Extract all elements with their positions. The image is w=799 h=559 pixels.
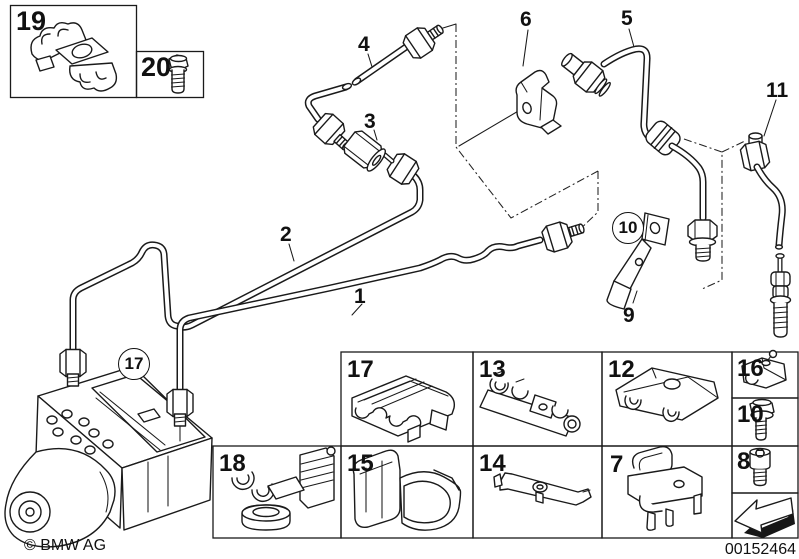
projection-lines xyxy=(455,24,746,290)
direction-arrow-icon xyxy=(734,497,795,538)
grid-num-16[interactable]: 16 xyxy=(737,355,764,382)
bracket-7-drawing xyxy=(627,445,703,531)
grid-num-17[interactable]: 17 xyxy=(347,356,374,383)
holder-17-drawing xyxy=(351,375,456,443)
callout-17-circled[interactable]: 17 xyxy=(118,348,150,380)
brake-pipe-4 xyxy=(351,23,445,86)
inset-box-frames xyxy=(9,4,205,99)
copyright-text: © BMW AG xyxy=(24,537,107,554)
callout-9[interactable]: 9 xyxy=(623,304,635,327)
hose-5-end-fitting xyxy=(687,219,718,262)
grid-num-7[interactable]: 7 xyxy=(610,451,624,478)
brake-hose-5 xyxy=(561,45,718,262)
clamp-12-drawing xyxy=(615,367,719,423)
callout-5[interactable]: 5 xyxy=(621,7,633,30)
callout-10-circled[interactable]: 10 xyxy=(612,212,644,244)
clip-18-drawing xyxy=(231,446,336,531)
callout-11[interactable]: 11 xyxy=(766,79,789,102)
elbow-connector xyxy=(304,82,353,152)
grid-num-18[interactable]: 18 xyxy=(219,450,246,477)
grid-num-10[interactable]: 10 xyxy=(737,401,764,428)
callout-4[interactable]: 4 xyxy=(358,33,370,56)
union-3-drawing xyxy=(343,130,386,172)
brake-pipe-1 xyxy=(166,219,586,427)
grid-num-12[interactable]: 12 xyxy=(608,356,635,383)
brake-hose-11 xyxy=(738,132,792,338)
bracket-9-drawing xyxy=(606,212,670,310)
image-number: 00152464 xyxy=(724,541,796,558)
holder-15-drawing xyxy=(352,449,462,531)
brake-pipe-2 xyxy=(59,149,424,387)
callout-6[interactable]: 6 xyxy=(520,8,532,31)
hose-11-connector xyxy=(769,253,792,338)
callout-1[interactable]: 1 xyxy=(354,285,366,308)
callout-3[interactable]: 3 xyxy=(364,110,376,133)
socket-screw-8-drawing xyxy=(749,447,771,487)
label-19[interactable]: 19 xyxy=(16,6,47,36)
clip-16-drawing xyxy=(741,349,787,389)
abs-hydro-unit-drawing xyxy=(4,367,213,548)
bracket-14-drawing xyxy=(493,472,592,506)
bracket-6-drawing xyxy=(515,69,562,135)
grid-num-15[interactable]: 15 xyxy=(347,450,374,477)
clip-13-drawing xyxy=(479,370,581,437)
screw-20-drawing xyxy=(168,54,189,94)
callout-2[interactable]: 2 xyxy=(280,223,292,246)
grid-num-13[interactable]: 13 xyxy=(479,356,506,383)
grid-num-14[interactable]: 14 xyxy=(479,450,506,477)
grid-num-8[interactable]: 8 xyxy=(737,448,751,475)
hex-bolt-10-drawing xyxy=(749,398,775,441)
label-20[interactable]: 20 xyxy=(141,52,172,82)
double-pipe-clip-19-drawing xyxy=(30,21,118,92)
parts-grid-frames xyxy=(212,351,799,539)
